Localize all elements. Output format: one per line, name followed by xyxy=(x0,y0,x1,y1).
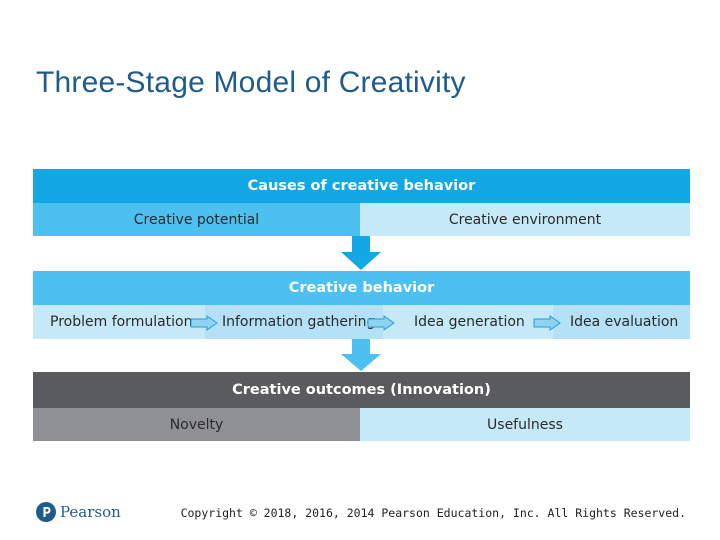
stage-information-gathering: Information gathering xyxy=(222,314,376,330)
stage-box: Idea generation xyxy=(383,305,553,339)
creative-potential-cell: Creative potential xyxy=(33,203,360,236)
stage-idea-generation: Idea generation xyxy=(414,314,525,330)
outcomes-row: Novelty Usefulness xyxy=(33,408,690,441)
behavior-header: Creative behavior xyxy=(33,271,690,305)
pearson-logo: Pearson xyxy=(36,502,121,522)
causes-row: Creative potential Creative environment xyxy=(33,203,690,236)
stage-idea-evaluation: Idea evaluation xyxy=(570,314,679,330)
outcomes-header: Creative outcomes (Innovation) xyxy=(33,372,690,408)
creative-environment-cell: Creative environment xyxy=(360,203,690,236)
stage-box: Information gathering xyxy=(205,305,383,339)
creativity-model-diagram: Causes of creative behavior Creative pot… xyxy=(33,169,690,441)
right-arrow-icon xyxy=(367,315,395,331)
behavior-process-row: Problem formulation Information gatherin… xyxy=(33,305,690,339)
stage-problem-formulation: Problem formulation xyxy=(50,314,193,330)
pearson-logo-text: Pearson xyxy=(60,503,121,521)
causes-header: Causes of creative behavior xyxy=(33,169,690,203)
usefulness-cell: Usefulness xyxy=(360,408,690,441)
slide-title: Three-Stage Model of Creativity xyxy=(36,66,466,99)
down-arrow-icon xyxy=(341,236,381,270)
copyright-notice: Copyright © 2018, 2016, 2014 Pearson Edu… xyxy=(180,506,686,520)
right-arrow-icon xyxy=(533,315,561,331)
down-arrow-icon xyxy=(341,339,381,371)
novelty-cell: Novelty xyxy=(33,408,360,441)
right-arrow-icon xyxy=(190,315,218,331)
stage-box: Idea evaluation xyxy=(553,305,690,339)
pearson-logo-icon xyxy=(36,502,56,522)
stage-box: Problem formulation xyxy=(33,305,205,339)
